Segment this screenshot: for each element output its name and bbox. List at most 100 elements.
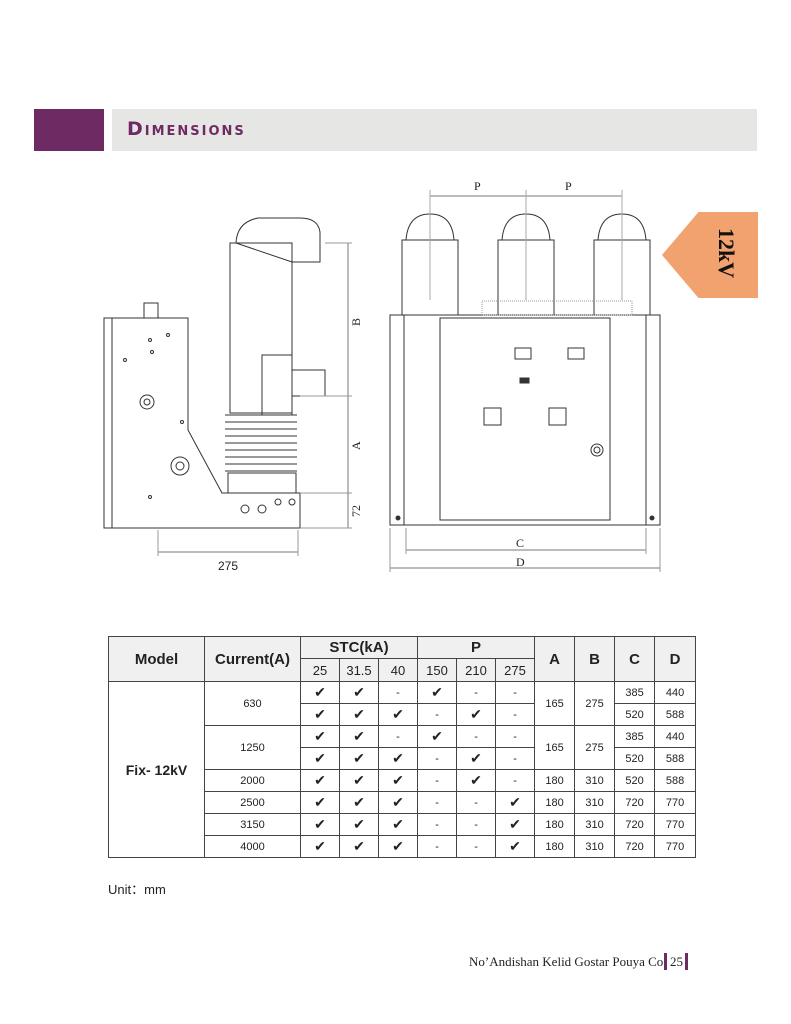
stc-cell: ✔ [339, 703, 379, 726]
col-header-model: Model [108, 636, 205, 682]
p-cell: - [456, 725, 497, 748]
header-accent-square [34, 109, 104, 151]
dim-label-275: 275 [218, 559, 238, 573]
col-header-current: Current(A) [204, 636, 301, 682]
col-header-d: D [654, 636, 697, 682]
footer-divider-left [664, 953, 667, 970]
page-number: 25 [670, 954, 683, 969]
side-frame-body [111, 317, 301, 529]
d-cell: 770 [654, 791, 697, 814]
c-cell: 720 [614, 813, 656, 836]
d-cell: 588 [654, 747, 697, 770]
a-cell: 180 [534, 769, 576, 792]
d-cell: 588 [654, 769, 697, 792]
p-cell: - [495, 747, 536, 770]
b-cell: 310 [574, 813, 616, 836]
p-cell: ✔ [417, 681, 458, 704]
side-bellows [225, 414, 297, 472]
table-row: 1250 ✔ ✔ - ✔ - - 165 275 385 440 [109, 725, 697, 770]
stc-cell: ✔ [377, 835, 419, 858]
a-cell: 180 [534, 791, 576, 814]
dim-label-d: D [516, 555, 525, 569]
b-cell: 310 [574, 769, 616, 792]
model-cell: Fix- 12kV [108, 681, 205, 858]
current-cell: 4000 [204, 835, 301, 858]
current-cell: 1250 [204, 725, 301, 770]
col-header-a: A [534, 636, 576, 682]
c-cell: 385 [614, 725, 656, 748]
dim-label-a: A [349, 441, 363, 450]
col-header-stc-31-5: 31.5 [339, 658, 379, 682]
dim-label-c: C [516, 536, 524, 550]
table-row: 2000 ✔ ✔ ✔ - ✔ - 180 310 520 588 [109, 769, 697, 792]
col-header-p-275: 275 [495, 658, 536, 682]
stc-cell: ✔ [300, 703, 340, 726]
current-cell: 3150 [204, 813, 301, 836]
side-pole-upper [229, 242, 293, 414]
p-cell: - [456, 791, 497, 814]
p-cell: - [495, 725, 536, 748]
stc-cell: ✔ [377, 769, 419, 792]
a-cell: 180 [534, 813, 576, 836]
stc-cell: - [377, 681, 419, 704]
table-row: Fix- 12kV 630 ✔ ✔ - ✔ - - 165 275 385 44… [108, 681, 697, 858]
p-cell: - [495, 681, 536, 704]
side-frame-left [103, 317, 113, 529]
table-row: 4000 ✔ ✔ ✔ - - ✔ 180 310 720 770 [109, 835, 697, 858]
dim-label-b: B [349, 318, 363, 326]
stc-cell: ✔ [339, 835, 379, 858]
col-header-stc-40: 40 [377, 658, 419, 682]
stc-cell: ✔ [300, 681, 340, 704]
stc-cell: ✔ [339, 747, 379, 770]
a-cell: 180 [534, 835, 576, 858]
col-header-b: B [574, 636, 616, 682]
stc-cell: ✔ [339, 681, 379, 704]
p-cell: ✔ [495, 813, 536, 836]
p-cell: ✔ [456, 747, 497, 770]
stc-cell: ✔ [339, 769, 379, 792]
p-cell: - [417, 813, 458, 836]
c-cell: 385 [614, 681, 656, 704]
col-header-stc-25: 25 [300, 658, 340, 682]
current-cell: 2500 [204, 791, 301, 814]
dimensions-table-wrapper: Model Current(A) STC(kA) P A B C D 25 31… [108, 636, 697, 858]
b-cell: 275 [574, 681, 616, 726]
d-cell: 440 [654, 681, 697, 704]
stc-cell: ✔ [377, 747, 419, 770]
c-cell: 720 [614, 791, 656, 814]
d-cell: 770 [654, 813, 697, 836]
stc-cell: ✔ [300, 747, 340, 770]
stc-cell: ✔ [300, 835, 340, 858]
current-cell: 630 [204, 681, 301, 726]
unit-note: Unit：mm [108, 882, 166, 897]
a-cell: 165 [534, 725, 576, 770]
p-cell: - [456, 681, 497, 704]
a-cell: 165 [534, 681, 576, 726]
p-cell: ✔ [456, 769, 497, 792]
stc-cell: ✔ [377, 791, 419, 814]
page-title: Dimensions [127, 118, 246, 140]
c-cell: 720 [614, 835, 656, 858]
p-cell: - [456, 813, 497, 836]
b-cell: 310 [574, 835, 616, 858]
p-cell: - [495, 769, 536, 792]
p-cell: ✔ [456, 703, 497, 726]
stc-cell: ✔ [377, 703, 419, 726]
c-cell: 520 [614, 703, 656, 726]
table-row: 3150 ✔ ✔ ✔ - - ✔ 180 310 720 770 [109, 813, 697, 836]
col-header-stc: STC(kA) [299, 636, 419, 659]
front-panel [439, 317, 611, 521]
p-cell: - [495, 703, 536, 726]
p-cell: - [417, 747, 458, 770]
current-cell: 2000 [204, 769, 301, 792]
d-cell: 588 [654, 703, 697, 726]
stc-cell: ✔ [300, 725, 340, 748]
c-cell: 520 [614, 747, 656, 770]
d-cell: 440 [654, 725, 697, 748]
col-header-c: C [614, 636, 656, 682]
d-cell: 770 [654, 835, 697, 858]
stc-cell: ✔ [300, 769, 340, 792]
front-cabinet [389, 314, 661, 526]
dim-label-p2: P [565, 179, 572, 193]
stc-cell: ✔ [377, 813, 419, 836]
